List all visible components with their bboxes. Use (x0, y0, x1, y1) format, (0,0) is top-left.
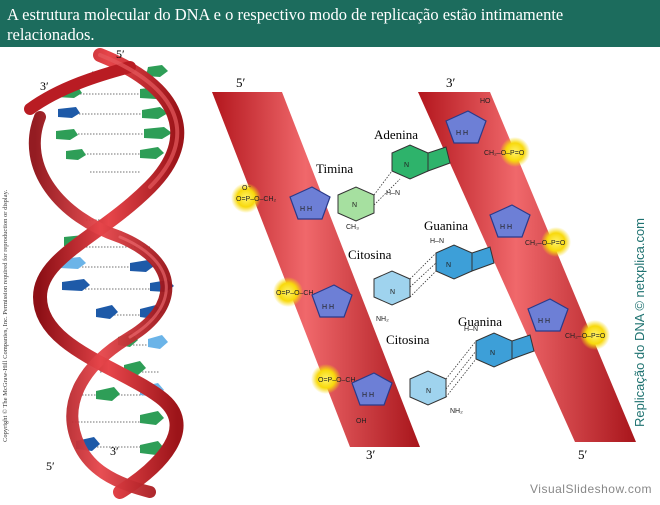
svg-text:H H: H H (300, 206, 312, 213)
slide-title: A estrutura molecular do DNA e o respect… (7, 5, 563, 44)
label-adenina: Adenina (374, 127, 418, 142)
svg-text:N: N (446, 262, 451, 269)
replication-strands: 5′ 3′ 3′ 5′ (212, 75, 636, 462)
label-guanina-2: Guanina (458, 314, 502, 329)
strand-label-left-bottom: 3′ (366, 447, 376, 462)
footer-brand: VisualSlideshow.com (530, 482, 652, 496)
side-credit: Replicação do DNA © netxplica.com (632, 218, 647, 427)
helix-label-bottom-5: 5′ (46, 459, 55, 473)
svg-text:NH₂: NH₂ (450, 408, 463, 415)
strand-label-right-bottom: 5′ (578, 447, 588, 462)
svg-text:O=P–O–CH₂: O=P–O–CH₂ (276, 290, 317, 297)
helix-strand-b (35, 117, 167, 492)
label-guanina-1: Guanina (424, 218, 468, 233)
adenine-ring (392, 145, 428, 179)
svg-text:N: N (352, 202, 357, 209)
slide-title-bar: A estrutura molecular do DNA e o respect… (0, 0, 660, 47)
helix-label-bottom-3: 3′ (110, 444, 119, 458)
helix-label-top-3: 3′ (40, 79, 49, 93)
label-citosina-1: Citosina (348, 247, 392, 262)
svg-text:NH₂: NH₂ (376, 316, 389, 323)
svg-text:H–N: H–N (386, 190, 400, 197)
svg-text:N: N (390, 289, 395, 296)
cytosine-ring-1 (374, 271, 410, 305)
svg-text:O=P–O–CH₂: O=P–O–CH₂ (236, 196, 277, 203)
label-timina: Timina (316, 161, 353, 176)
left-strand-ribbon (212, 92, 420, 447)
svg-text:CH₃: CH₃ (346, 224, 359, 231)
dna-illustration: 5′ 3′ 5′ 3′ 5′ 3′ 3′ 5′ O=P–O–CH₂ O⁻ O= (0, 47, 660, 500)
svg-text:H H: H H (500, 224, 512, 231)
helix-strand-a (40, 55, 177, 492)
svg-text:OH: OH (356, 418, 367, 425)
strand-label-left-top: 5′ (236, 75, 246, 90)
svg-text:CH₂–O–P=O: CH₂–O–P=O (565, 333, 606, 340)
svg-text:H H: H H (538, 318, 550, 325)
svg-text:HO: HO (480, 98, 491, 105)
copyright-notice: Copyright © The McGraw-Hill Companies, I… (2, 142, 9, 442)
strand-label-right-top: 3′ (446, 75, 456, 90)
svg-text:H H: H H (362, 392, 374, 399)
guanine-ring-1 (436, 245, 472, 279)
svg-text:CH₂–O–P=O: CH₂–O–P=O (484, 150, 525, 157)
svg-text:H H: H H (322, 304, 334, 311)
svg-text:O⁻: O⁻ (242, 185, 251, 192)
svg-text:CH₂–O–P=O: CH₂–O–P=O (525, 240, 566, 247)
svg-text:N: N (404, 162, 409, 169)
svg-text:H–N: H–N (430, 238, 444, 245)
svg-text:N: N (426, 388, 431, 395)
label-citosina-2: Citosina (386, 332, 430, 347)
helix-label-top-5: 5′ (116, 47, 125, 61)
svg-text:N: N (490, 350, 495, 357)
double-helix: 5′ 3′ 5′ 3′ (30, 47, 177, 492)
dna-figure: 5′ 3′ 5′ 3′ 5′ 3′ 3′ 5′ O=P–O–CH₂ O⁻ O= (0, 47, 660, 500)
svg-text:H H: H H (456, 130, 468, 137)
